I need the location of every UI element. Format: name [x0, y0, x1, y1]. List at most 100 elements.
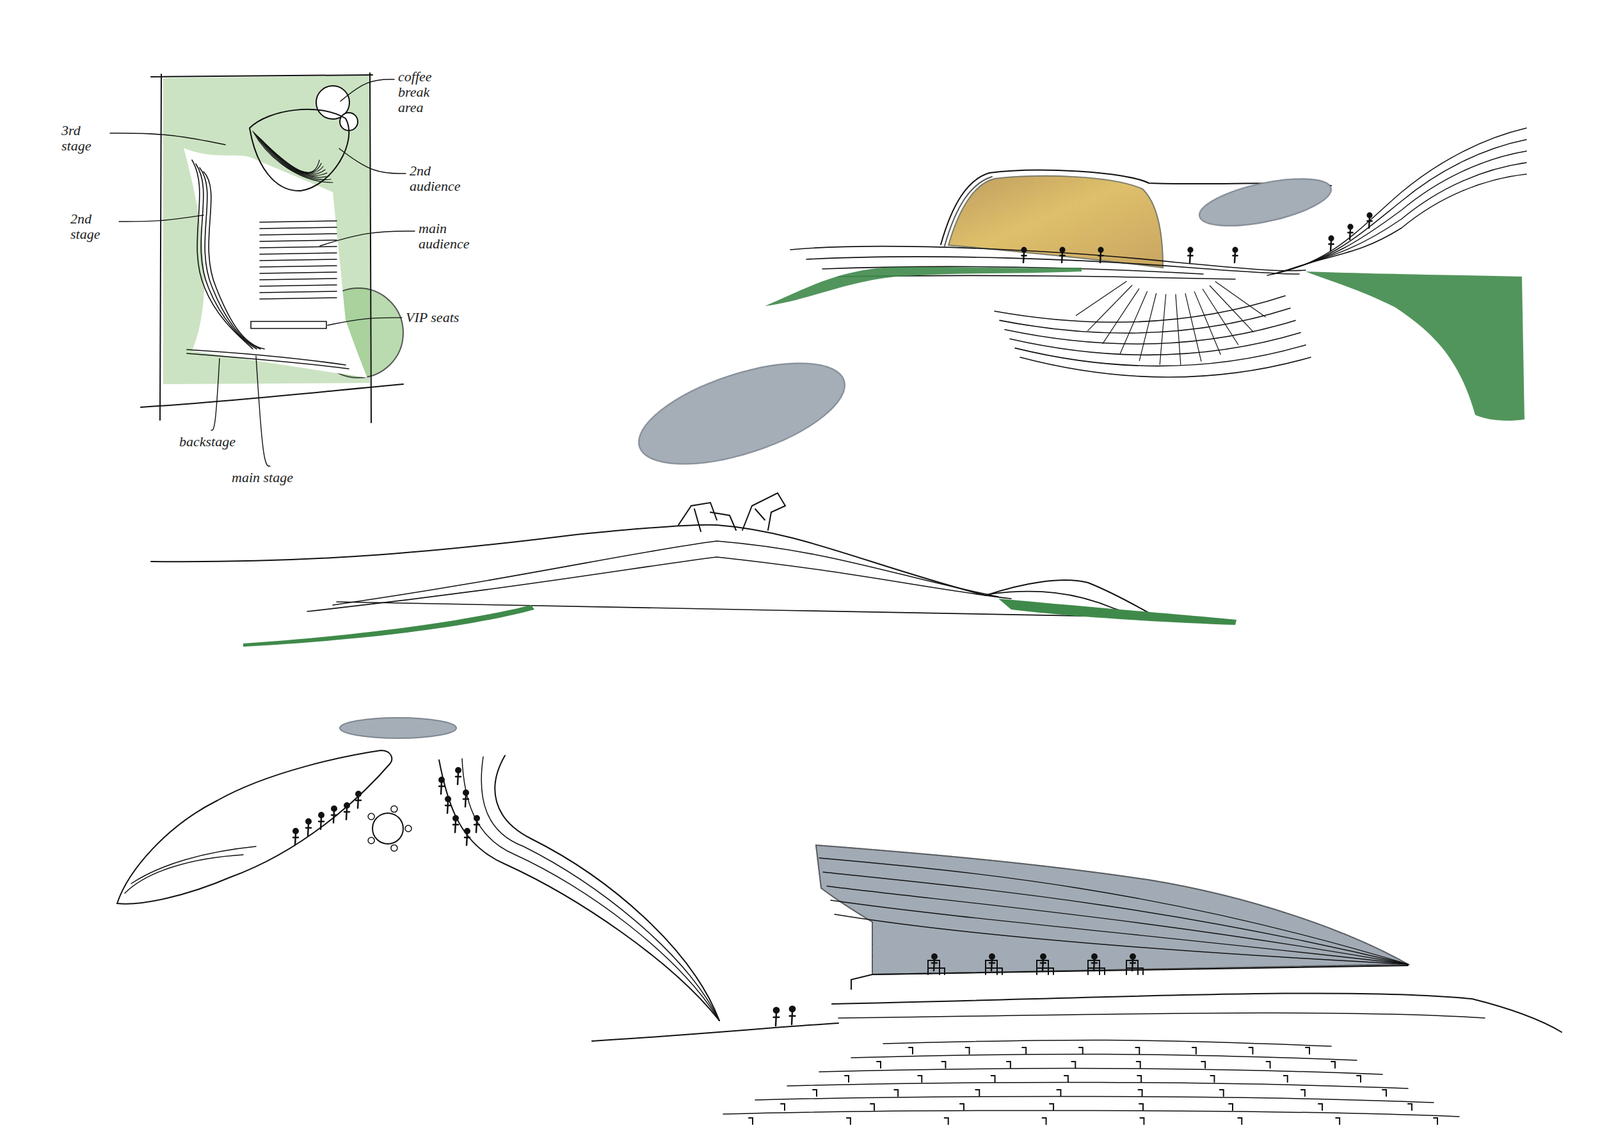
person-figure — [331, 810, 337, 823]
seat-mark — [1408, 1103, 1412, 1110]
seat-mark — [941, 1061, 946, 1068]
ground-line — [592, 1022, 839, 1041]
green-ground — [998, 598, 1237, 625]
person-figure — [464, 833, 470, 845]
seat-mark — [1335, 1117, 1340, 1124]
stage-line — [851, 965, 1408, 989]
seat-symbol — [391, 805, 398, 813]
second-audience — [249, 109, 349, 191]
seat-mark — [1356, 1075, 1361, 1082]
second-audience-row — [259, 137, 324, 174]
seating-arc — [1020, 357, 1311, 377]
audience-row — [259, 297, 337, 299]
seat-mark — [1266, 1061, 1271, 1068]
shell-outline — [944, 176, 992, 246]
frame-line — [140, 384, 404, 408]
leader-line — [119, 215, 204, 222]
person-figure — [1130, 958, 1136, 971]
frame-line — [151, 74, 373, 77]
cloud-wash — [339, 717, 457, 738]
section-line — [332, 540, 999, 605]
leader-line — [110, 133, 226, 145]
seat-mark — [1022, 1047, 1026, 1054]
seat-mark — [965, 1047, 970, 1054]
seat-mark — [846, 1117, 851, 1124]
seat-mark — [960, 1103, 964, 1110]
seat-mark — [1237, 1117, 1242, 1124]
seat-mark — [1064, 1075, 1069, 1082]
second-audience-row — [254, 132, 331, 180]
leader-line — [256, 355, 271, 466]
seat-mark — [1305, 1047, 1310, 1054]
ribbon-line — [494, 755, 720, 1021]
green-ground — [243, 604, 535, 647]
audience-tier — [787, 1081, 1408, 1088]
person-figure — [773, 1012, 780, 1026]
audience-row — [259, 291, 337, 293]
person-figure — [1040, 958, 1046, 971]
person-figure — [1232, 252, 1238, 263]
stage-roof — [816, 844, 1408, 975]
audience-row — [259, 272, 337, 274]
seating-aisle — [1175, 294, 1181, 365]
seating-aisle — [1120, 291, 1147, 354]
plan-label: 2nd stage — [70, 211, 116, 242]
seat-mark — [1079, 1047, 1083, 1054]
seat-mark — [1210, 1075, 1215, 1082]
person-figure — [1098, 252, 1103, 263]
seat-mark — [1136, 1061, 1141, 1068]
person-figure — [989, 958, 995, 971]
leader-line — [211, 358, 220, 431]
plan-label: 3rd stage — [61, 122, 107, 154]
stage-line — [832, 992, 1562, 1032]
seating-aisle — [1159, 294, 1166, 365]
golden-shell — [948, 176, 1163, 268]
ribbon-line — [462, 758, 720, 1021]
audience-tier — [723, 1109, 1460, 1117]
seat-mark — [917, 1075, 922, 1082]
seat-mark — [870, 1103, 875, 1110]
cloud-wash — [627, 342, 857, 485]
leader-line — [320, 231, 415, 246]
seat-mark — [1139, 1103, 1144, 1110]
seating-aisle — [1202, 289, 1238, 345]
audience-row — [259, 240, 337, 242]
seat-mark — [1219, 1089, 1224, 1096]
seat-mark — [1135, 1047, 1140, 1054]
seat-mark — [1248, 1047, 1253, 1054]
seating-arc — [1004, 320, 1296, 344]
seat-mark — [1138, 1089, 1143, 1096]
ribbon-line — [481, 756, 720, 1021]
seat-mark — [944, 1117, 949, 1124]
vip-seats — [250, 321, 327, 329]
seat-mark — [1056, 1089, 1061, 1096]
person-figure — [445, 801, 451, 813]
seat-mark — [748, 1117, 753, 1124]
second-audience-row — [252, 131, 333, 183]
seating-aisle — [1194, 291, 1221, 355]
person-figure — [1187, 252, 1193, 263]
green-ground — [1305, 271, 1525, 421]
person-figure — [1367, 217, 1372, 228]
seat-symbol — [368, 837, 375, 844]
person-figure — [474, 820, 480, 832]
person-figure — [1328, 240, 1334, 251]
audience-row — [259, 246, 337, 248]
seat-mark — [780, 1103, 785, 1110]
seat-mark — [1137, 1075, 1142, 1082]
person-figure — [344, 807, 350, 820]
person-figure — [439, 782, 445, 794]
audience-row — [259, 265, 337, 267]
platform-line — [131, 846, 256, 884]
leader-line — [327, 317, 402, 326]
green-wash — [163, 75, 370, 384]
second-audience-row — [255, 133, 329, 178]
roof-line — [834, 913, 1408, 964]
person-figure — [1021, 252, 1026, 263]
seat-mark — [894, 1089, 898, 1096]
chair-symbol — [742, 492, 786, 530]
roof-line — [826, 885, 1408, 964]
audience-tier — [851, 1053, 1357, 1060]
